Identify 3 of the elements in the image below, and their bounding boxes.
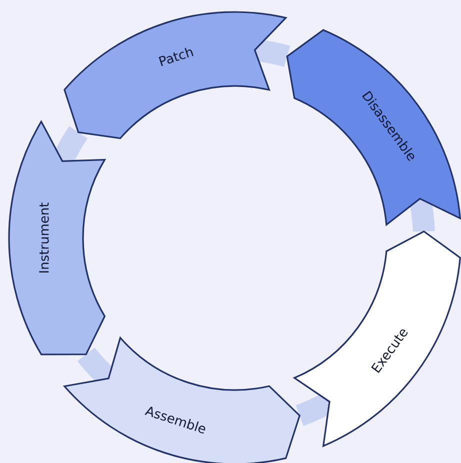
ring-connector: [254, 39, 290, 67]
arc-segment: Instrument: [8, 120, 106, 356]
arc-segment: Patch: [64, 11, 287, 140]
